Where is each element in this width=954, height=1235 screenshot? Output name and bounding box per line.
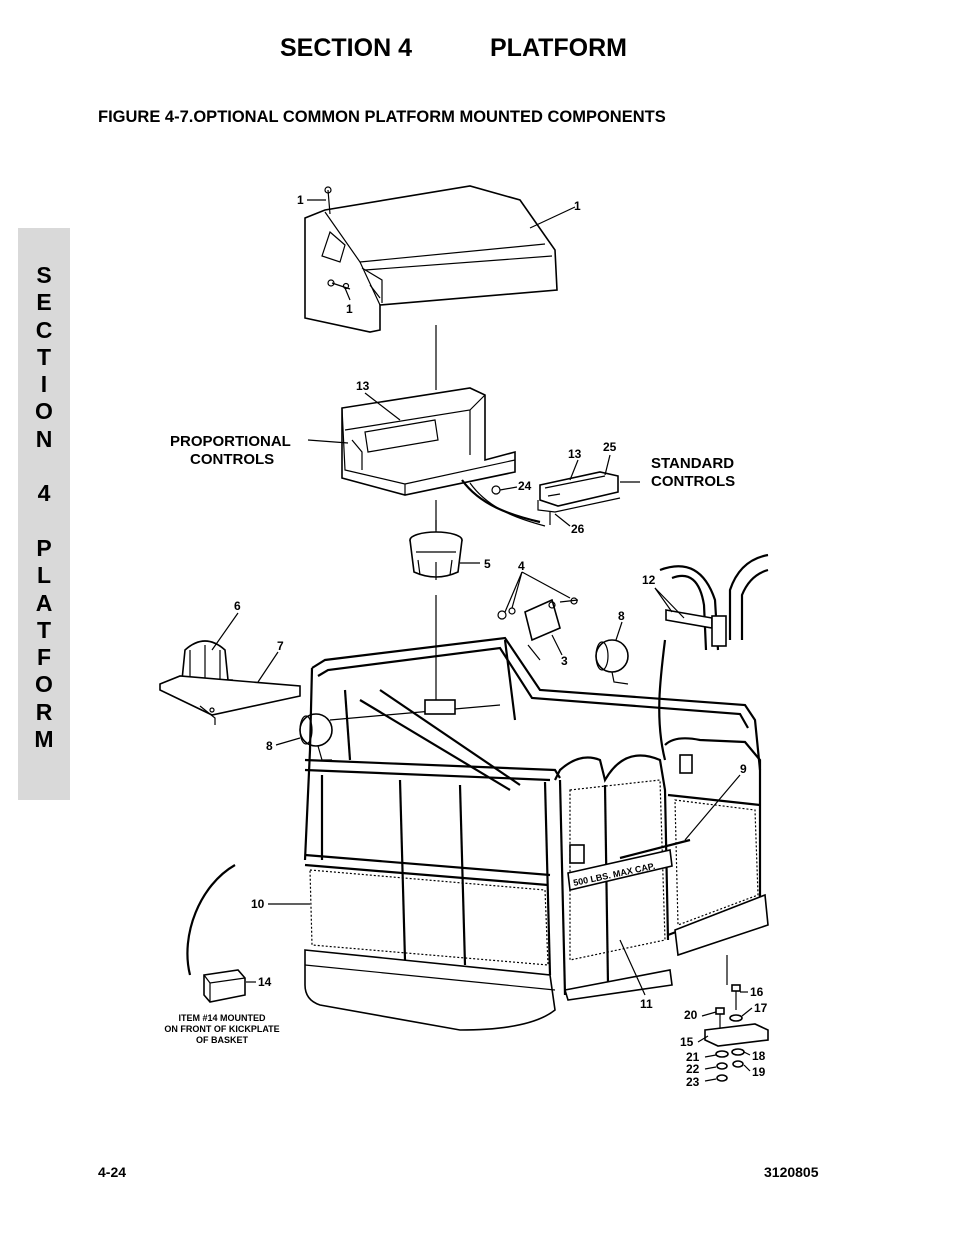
callout-3: 3 xyxy=(561,654,568,668)
side-tab-letter: C xyxy=(35,316,53,343)
callout-18: 18 xyxy=(752,1049,766,1063)
callout-6: 6 xyxy=(234,599,241,613)
section-title: PLATFORM xyxy=(490,34,628,62)
callout-13b: 13 xyxy=(568,447,582,461)
decal-strip xyxy=(619,838,691,860)
callout-24: 24 xyxy=(518,479,532,493)
side-tab-letter: M xyxy=(34,726,54,753)
item14-cord xyxy=(186,864,236,976)
callout-13a: 13 xyxy=(356,379,370,393)
alarm-horn xyxy=(409,520,463,580)
side-tab-letter: A xyxy=(35,589,53,616)
work-light-right xyxy=(595,639,629,685)
beacon-bracket xyxy=(159,675,301,725)
callout-23: 23 xyxy=(686,1075,700,1089)
side-tab-letter: I xyxy=(40,371,48,398)
callout-25: 25 xyxy=(603,440,617,454)
side-tab-letter: N xyxy=(35,425,53,452)
callout-8a: 8 xyxy=(266,739,273,753)
callout-16: 16 xyxy=(750,985,764,999)
cover-screws xyxy=(324,186,351,290)
item14-note-line2: ON FRONT OF KICKPLATE xyxy=(164,1024,279,1034)
callout-12: 12 xyxy=(642,573,656,587)
callout-9: 9 xyxy=(740,762,747,776)
side-tab-letter: E xyxy=(36,289,52,316)
document-number: 3120805 xyxy=(764,1164,819,1180)
callout-15: 15 xyxy=(680,1035,694,1049)
hose-bundle xyxy=(658,639,667,761)
proportional-control-box xyxy=(341,387,516,496)
callout-10: 10 xyxy=(251,897,265,911)
control-box-cover xyxy=(304,185,558,333)
hose-rail-bracket xyxy=(659,553,769,651)
item14-note-line3: OF BASKET xyxy=(196,1035,249,1045)
side-tab-letter: P xyxy=(36,534,52,561)
callout-21: 21 xyxy=(686,1050,700,1064)
proportional-label-line2: CONTROLS xyxy=(190,451,274,468)
callout-11: 11 xyxy=(640,997,653,1011)
standard-label-line1: STANDARD xyxy=(651,455,734,472)
item14-note-line1: ITEM #14 MOUNTED xyxy=(178,1013,266,1023)
junction-box xyxy=(203,969,246,1003)
callout-7: 7 xyxy=(277,639,284,653)
component-labels: PROPORTIONAL CONTROLS STANDARD CONTROLS … xyxy=(164,433,735,1045)
side-tab-letter: S xyxy=(36,262,52,288)
leader-lines xyxy=(211,199,753,1082)
callout-26: 26 xyxy=(571,522,585,536)
callout-1c: 1 xyxy=(346,302,353,316)
callout-20: 20 xyxy=(684,1008,698,1022)
platform-basket xyxy=(303,636,769,1031)
standard-control-box xyxy=(491,471,621,525)
side-tab-letter: T xyxy=(36,616,52,643)
work-light-left xyxy=(299,713,333,761)
proportional-label-line1: PROPORTIONAL xyxy=(170,433,291,450)
callout-1b: 1 xyxy=(574,199,581,213)
figure-title: FIGURE 4-7.OPTIONAL COMMON PLATFORM MOUN… xyxy=(98,108,666,126)
side-tab-letter: R xyxy=(35,698,53,725)
side-tab-letter: F xyxy=(36,644,52,671)
side-tab-letter: L xyxy=(36,562,52,589)
callout-4: 4 xyxy=(518,559,525,573)
callout-numbers: 1 1 1 13 13 25 24 26 5 4 3 6 7 8 8 12 9 … xyxy=(234,193,768,1089)
side-tab-letter: 4 xyxy=(37,480,51,507)
standard-label-line2: CONTROLS xyxy=(651,473,735,490)
callout-14: 14 xyxy=(258,975,272,989)
mounting-plate xyxy=(524,598,561,661)
callout-8b: 8 xyxy=(618,609,625,623)
side-tab-letter: O xyxy=(35,671,53,698)
page-number: 4-24 xyxy=(98,1164,127,1180)
callout-5: 5 xyxy=(484,557,491,571)
callout-17: 17 xyxy=(754,1001,768,1015)
callout-19: 19 xyxy=(752,1065,766,1079)
side-tab-letter: T xyxy=(36,343,52,370)
section-number: SECTION 4 xyxy=(280,34,412,62)
control-cable-edge xyxy=(469,482,546,527)
callout-22: 22 xyxy=(686,1062,700,1076)
side-tab-letter: O xyxy=(35,398,53,425)
callout-1a: 1 xyxy=(297,193,304,207)
